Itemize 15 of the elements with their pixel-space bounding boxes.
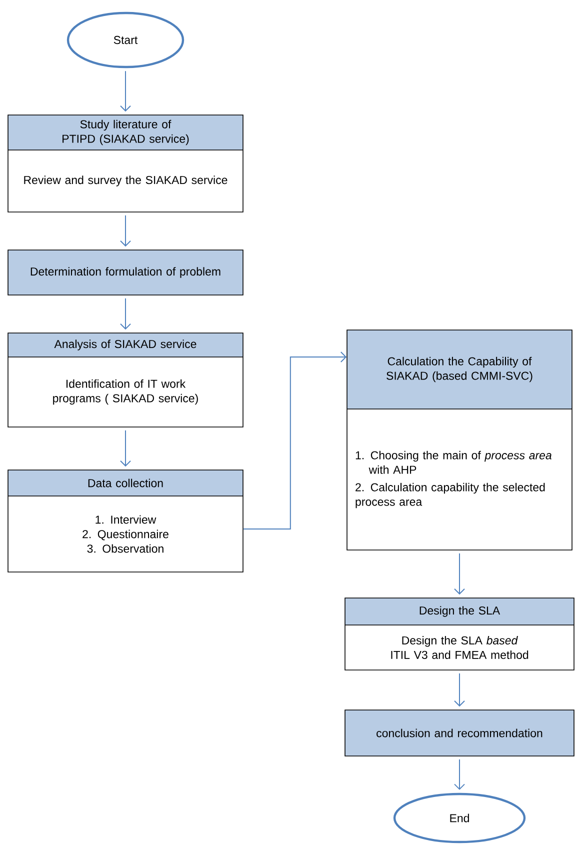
arrow xyxy=(454,552,465,595)
process-box: Design the SLA Design the SLA based ITIL V3 and FMEA method xyxy=(344,598,574,670)
arrow xyxy=(120,298,131,330)
process-box: Calculation the Capability of SIAKAD (based CMMI-SVC) 1. Choosing the main of process area with AHP 2. Calculation capability the selected process area xyxy=(346,330,572,550)
arrow xyxy=(242,352,347,530)
arrow xyxy=(454,758,465,790)
process-box: conclusion and recommendation xyxy=(344,710,574,756)
process-box: Study literature of PTIPD (SIAKAD service) Review and survey the SIAKAD service xyxy=(8,114,244,212)
process-box: Data collection 1. Interview 2. Questionnaire 3. Observation xyxy=(8,470,244,572)
arrow xyxy=(454,672,465,707)
process-box: Determination formulation of problem xyxy=(8,250,244,296)
arrow xyxy=(120,70,131,112)
arrow xyxy=(120,214,131,247)
arrow xyxy=(120,430,131,467)
process-box: Analysis of SIAKAD service Identification of IT work programs ( SIAKAD service) xyxy=(8,332,244,428)
